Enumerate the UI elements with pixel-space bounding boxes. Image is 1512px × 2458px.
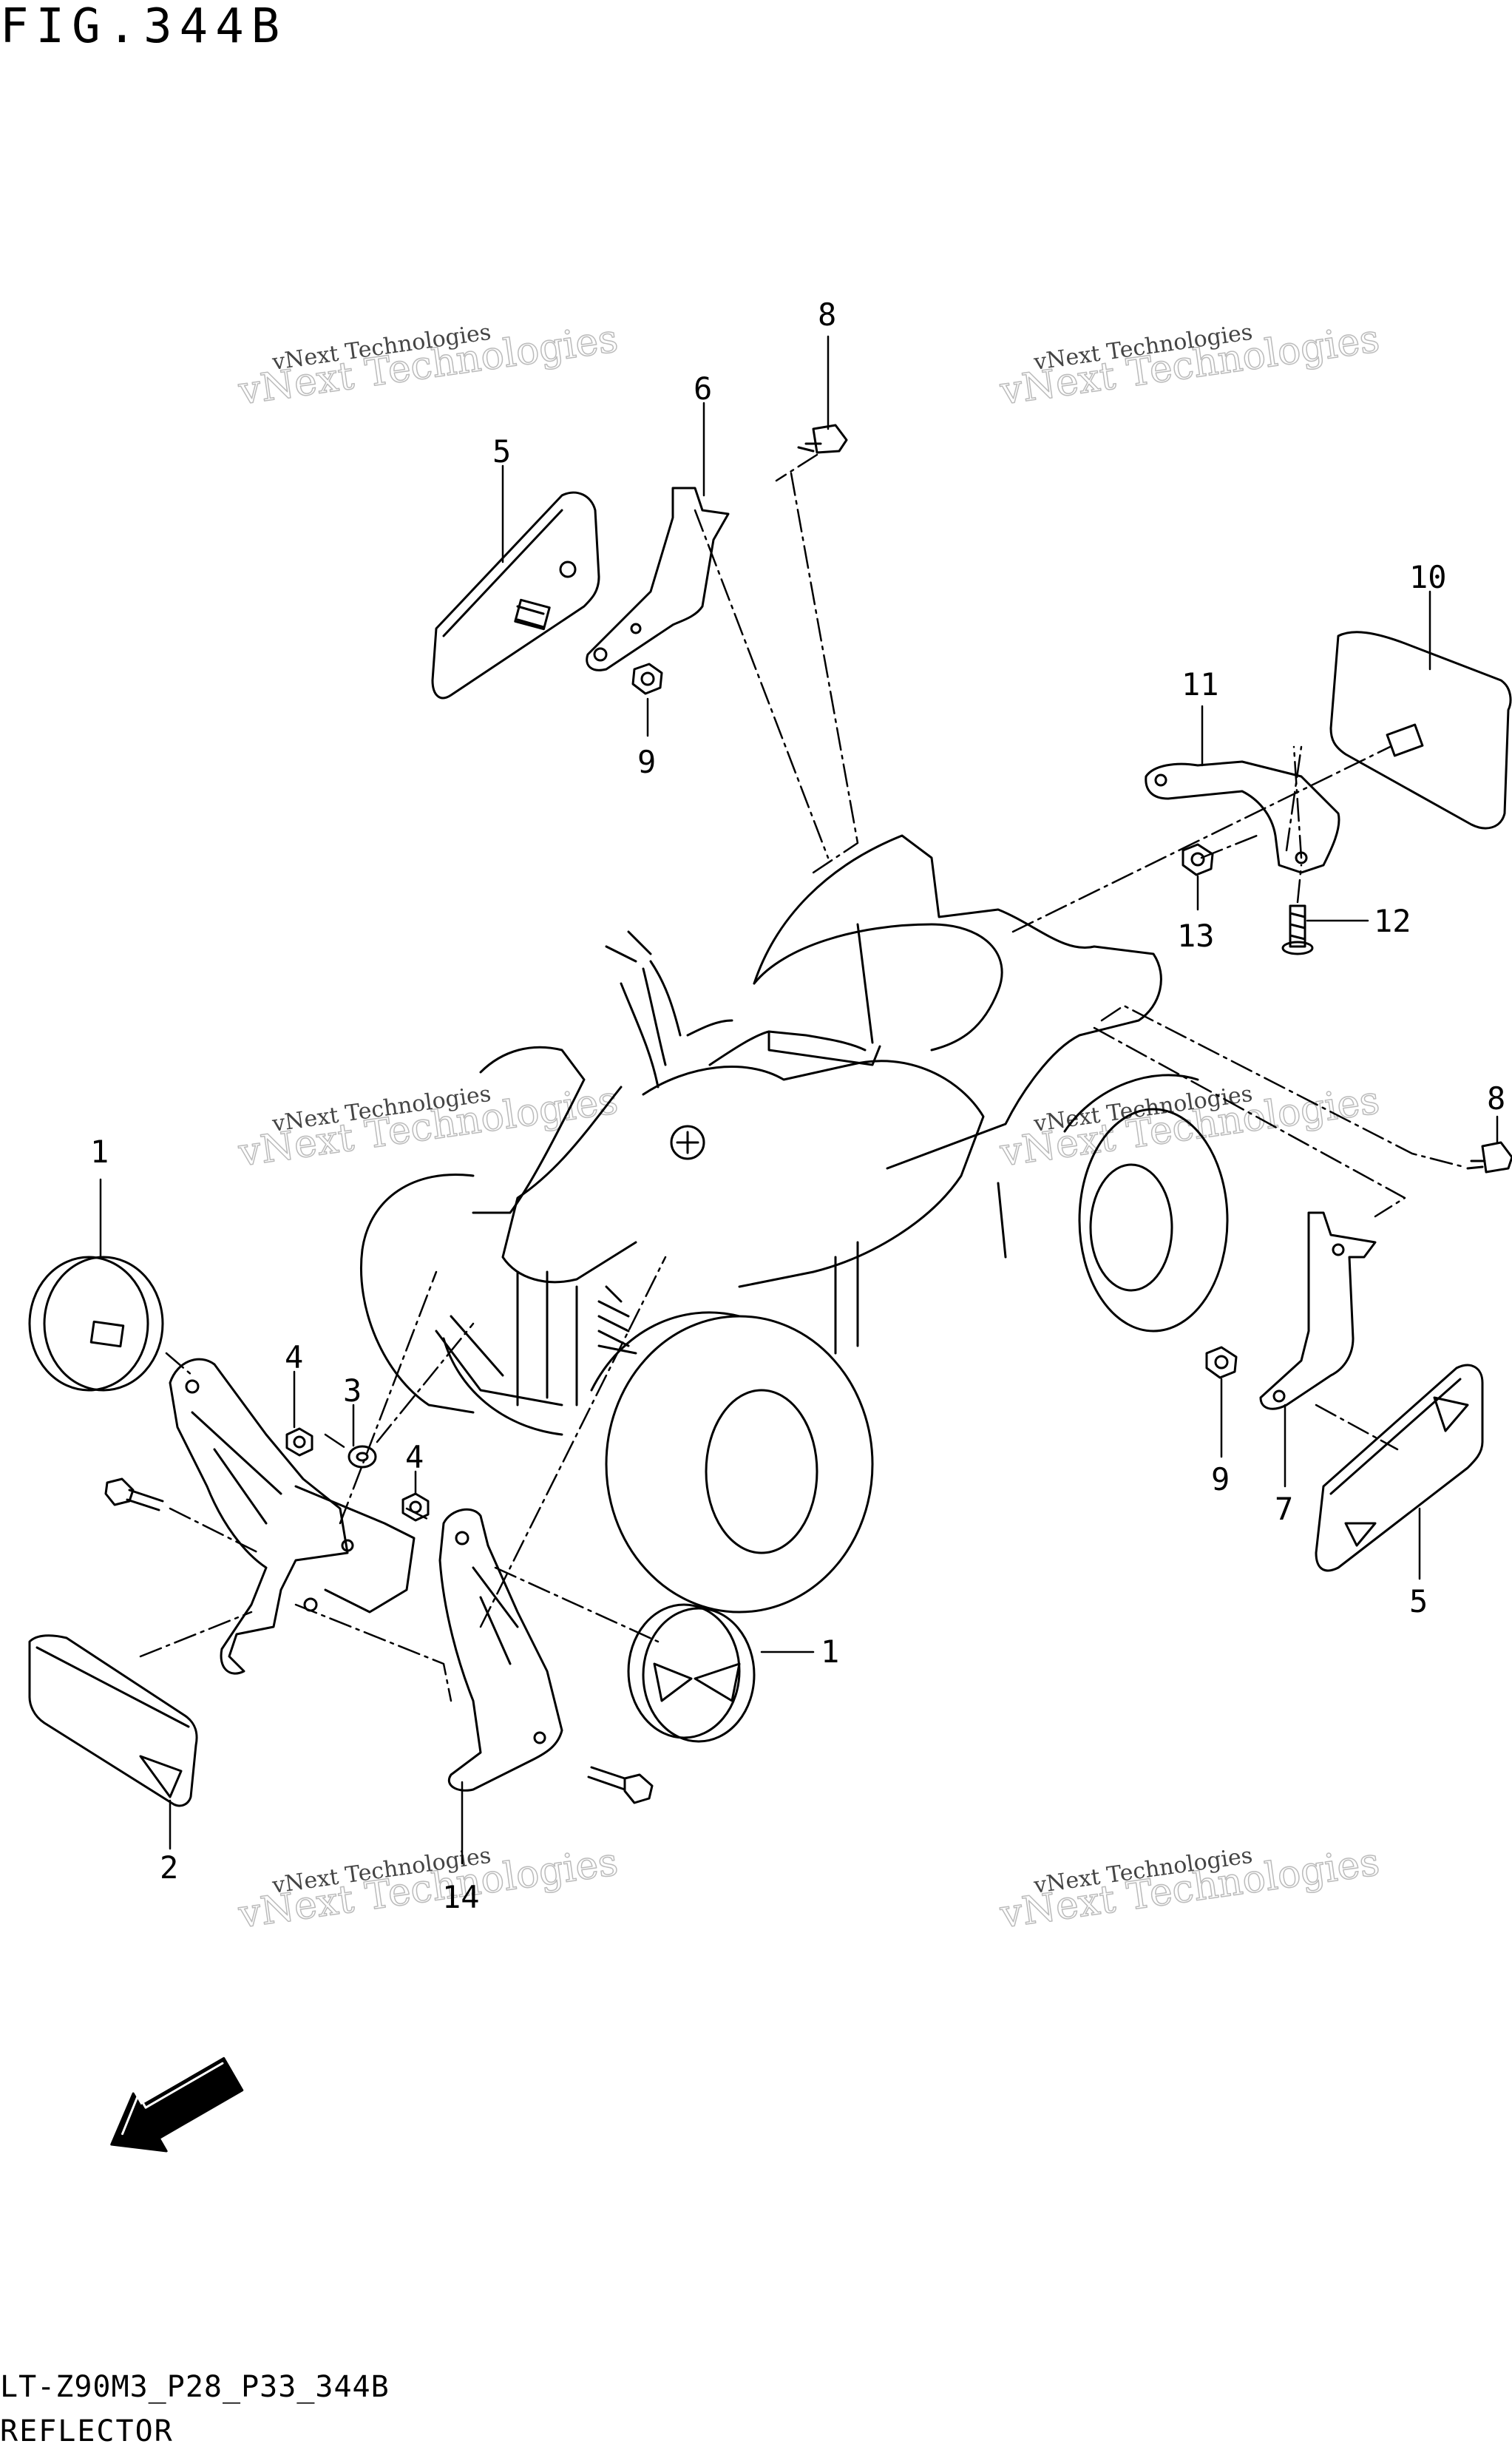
nut-rear: [1182, 843, 1214, 876]
reflector-side-right: [1315, 1364, 1484, 1572]
screw-rear: [1281, 904, 1314, 955]
leader-lines: [99, 335, 1499, 1865]
washer-3: [348, 1445, 377, 1469]
callout-1-left: 1: [90, 1134, 109, 1170]
assembly-lines: [139, 453, 1465, 1702]
atv-outline: [360, 834, 1229, 1614]
bolt-upper: [797, 424, 848, 454]
callout-11: 11: [1182, 666, 1219, 702]
bracket-upper: [586, 487, 730, 671]
forward-arrow-icon: FWD: [110, 2056, 244, 2153]
callout-5-upper: 5: [492, 433, 511, 470]
reflector-rear: [1329, 631, 1512, 830]
callout-14: 14: [442, 1879, 480, 1915]
bolt-front-right: [587, 1766, 654, 1804]
callout-3: 3: [343, 1372, 362, 1409]
callout-13: 13: [1177, 918, 1215, 954]
nut-upper: [631, 663, 663, 695]
bracket-right: [1259, 1211, 1377, 1410]
reflector-side-upper: [431, 491, 600, 700]
nut-right: [1205, 1346, 1238, 1379]
bolt-front-left: [104, 1477, 164, 1511]
callout-4-upper: 4: [285, 1339, 303, 1375]
callout-6: 6: [694, 370, 712, 407]
callout-9-upper: 9: [637, 744, 656, 780]
round-reflector-left: [28, 1256, 164, 1392]
callout-8-upper: 8: [818, 297, 836, 333]
callout-5-right: 5: [1409, 1583, 1428, 1619]
round-reflector-right: [627, 1603, 756, 1743]
reflector-front: [28, 1634, 198, 1807]
figure-code: LT-Z90M3_P28_P33_344B: [0, 2370, 390, 2404]
bracket-rear: [1145, 760, 1340, 874]
callout-4-lower: 4: [405, 1439, 424, 1475]
callout-12: 12: [1374, 903, 1411, 939]
bracket-front-right: [438, 1508, 563, 1792]
callout-10: 10: [1409, 559, 1447, 595]
callout-labels: 1 1 2 3 4 4 5 5 6 7 8 8 9 9 10 11 12 13 …: [90, 297, 1505, 1915]
fwd-label: FWD: [151, 2059, 243, 2134]
callout-9-right: 9: [1211, 1461, 1230, 1497]
callout-2: 2: [160, 1849, 178, 1886]
figure-title: FIG.344B: [0, 0, 288, 54]
callout-1-right: 1: [821, 1633, 839, 1670]
callout-8-right: 8: [1487, 1080, 1505, 1117]
callout-7: 7: [1275, 1491, 1293, 1527]
figure-name: REFLECTOR: [0, 2414, 174, 2448]
bracket-front-left: [169, 1358, 416, 1675]
watermark-group: vNext Technologies vNext Technologies vN…: [235, 316, 1383, 1937]
nut-4-upper: [285, 1427, 313, 1457]
bolt-right: [1466, 1141, 1512, 1174]
